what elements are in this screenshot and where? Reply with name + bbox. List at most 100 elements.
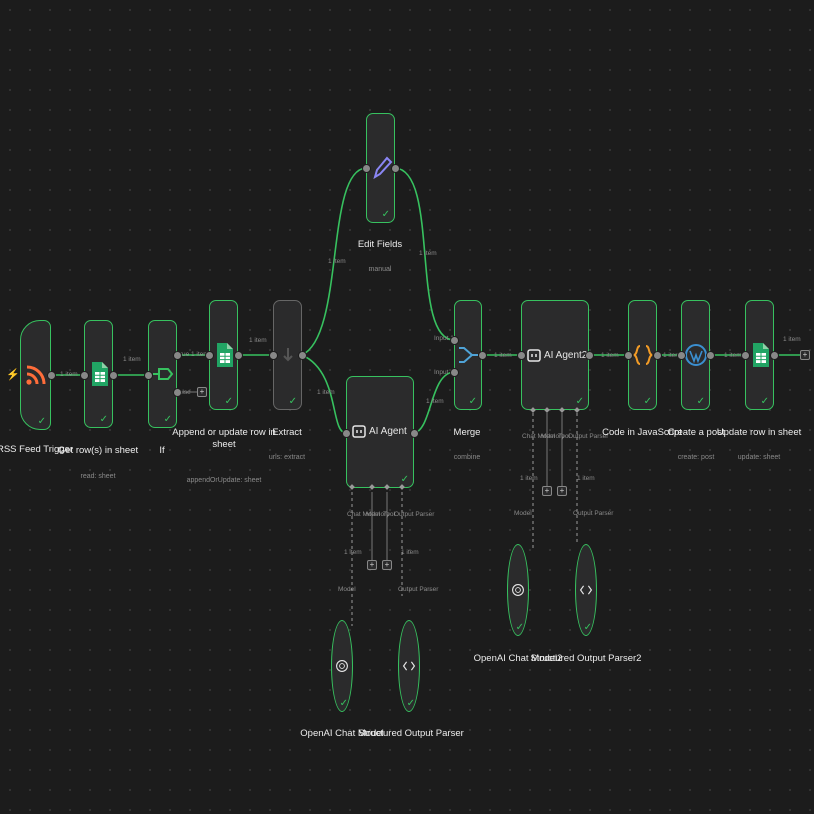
success-check-icon: ✓ <box>760 396 769 407</box>
add-memory-button[interactable]: + <box>542 486 552 496</box>
success-check-icon: ✓ <box>163 414 172 425</box>
conn-label: 1 item <box>328 258 346 265</box>
success-check-icon: ✓ <box>339 698 348 709</box>
node-title: AI Agent <box>369 426 407 437</box>
node-create-post[interactable]: ✓ <box>681 300 710 410</box>
output-port[interactable] <box>109 371 118 380</box>
node-label: Extract <box>272 427 302 438</box>
success-check-icon: ✓ <box>381 209 390 220</box>
node-label: If <box>159 445 165 456</box>
success-check-icon: ✓ <box>406 698 415 709</box>
node-update-row[interactable]: ✓ <box>745 300 774 410</box>
conn-label: 1 item <box>249 337 267 344</box>
conn-label-false: false <box>177 389 191 396</box>
input-port[interactable] <box>517 351 526 360</box>
node-structured-output-parser[interactable]: ✓ <box>398 620 420 712</box>
input-port[interactable] <box>624 351 633 360</box>
openai-icon <box>336 660 348 672</box>
node-subtitle: create: post <box>677 454 715 461</box>
input-port[interactable] <box>677 351 686 360</box>
success-check-icon: ✓ <box>575 396 584 407</box>
conn-label: 1 item <box>401 549 419 556</box>
port-label-chat-model: Chat Model <box>522 433 556 440</box>
node-subtitle: appendOrUpdate: sheet <box>186 477 262 484</box>
input-port-2[interactable] <box>450 368 459 377</box>
port-label-memory: Memory <box>541 433 565 440</box>
conn-label: 1 item <box>123 356 141 363</box>
robot-icon <box>527 349 541 362</box>
add-node-button[interactable]: + <box>800 350 810 360</box>
input-port[interactable] <box>269 351 278 360</box>
port-label-model: Model <box>514 510 532 517</box>
node-label: Structured Output Parser2 <box>530 653 642 664</box>
output-port[interactable] <box>391 164 400 173</box>
add-node-button[interactable]: + <box>197 387 207 397</box>
output-port[interactable] <box>653 351 662 360</box>
output-port[interactable] <box>770 351 779 360</box>
add-memory-button[interactable]: + <box>367 560 377 570</box>
merge-input-2-label: Input 2 <box>434 369 454 376</box>
output-port[interactable] <box>234 351 243 360</box>
node-merge[interactable]: ✓ <box>454 300 482 410</box>
node-subtitle: update: sheet <box>737 454 781 461</box>
input-port-1[interactable] <box>450 336 459 345</box>
output-port[interactable] <box>478 351 487 360</box>
input-port[interactable] <box>362 164 371 173</box>
add-tool-button[interactable]: + <box>382 560 392 570</box>
success-check-icon: ✓ <box>400 474 409 485</box>
success-check-icon: ✓ <box>224 396 233 407</box>
output-port-false[interactable] <box>173 388 182 397</box>
google-sheets-icon <box>216 343 233 367</box>
code-braces-icon <box>633 345 652 365</box>
output-port[interactable] <box>706 351 715 360</box>
success-check-icon: ✓ <box>643 396 652 407</box>
output-port[interactable] <box>47 371 56 380</box>
merge-icon <box>459 347 478 363</box>
node-label: Get row(s) in sheet <box>57 445 139 456</box>
input-port[interactable] <box>205 351 214 360</box>
add-tool-button[interactable]: + <box>557 486 567 496</box>
wire-extract-agent <box>301 354 347 434</box>
node-label: Edit Fields <box>357 239 403 250</box>
rss-icon <box>25 365 45 385</box>
node-rss-feed-trigger[interactable]: ✓ <box>20 320 51 430</box>
input-port[interactable] <box>342 429 351 438</box>
node-openai-chat-model-2[interactable]: ✓ <box>507 544 529 636</box>
success-check-icon: ✓ <box>696 396 705 407</box>
port-label-model: Model <box>338 586 356 593</box>
node-subtitle: combine <box>453 454 481 461</box>
input-port[interactable] <box>80 371 89 380</box>
input-port[interactable] <box>144 371 153 380</box>
node-label: OpenAI Chat Model2 <box>473 653 563 664</box>
node-title: AI Agent2 <box>544 350 588 361</box>
node-ai-agent-2[interactable]: AI Agent2 ✓ <box>521 300 589 410</box>
port-label-tool: Tool <box>558 433 570 440</box>
wire-edit-merge <box>394 167 455 341</box>
node-label: Update row in sheet <box>716 427 802 438</box>
success-check-icon: ✓ <box>583 622 592 633</box>
input-port[interactable] <box>741 351 750 360</box>
conn-label: 1 item <box>344 549 362 556</box>
conn-label: 1 item <box>419 250 437 257</box>
node-ai-agent[interactable]: AI Agent ✓ <box>346 376 414 488</box>
output-port[interactable] <box>298 351 307 360</box>
wire-extract-edit <box>301 167 367 356</box>
conn-label: 1 item <box>577 475 595 482</box>
success-check-icon: ✓ <box>288 396 297 407</box>
node-label: Append or update row in sheet <box>172 427 276 450</box>
success-check-icon: ✓ <box>37 416 46 427</box>
conn-label: 1 item <box>663 352 681 359</box>
port-label-chat-model: Chat Model <box>347 511 381 518</box>
node-openai-chat-model[interactable]: ✓ <box>331 620 353 712</box>
port-label-output-parser: Output Parser <box>568 433 609 440</box>
output-port[interactable] <box>410 429 419 438</box>
output-port-true[interactable] <box>173 351 182 360</box>
node-subtitle: urls: extract <box>268 454 306 461</box>
node-structured-output-parser-2[interactable]: ✓ <box>575 544 597 636</box>
node-label: RSS Feed Trigger <box>0 444 74 455</box>
success-check-icon: ✓ <box>468 396 477 407</box>
if-icon <box>152 368 173 380</box>
output-port[interactable] <box>585 351 594 360</box>
